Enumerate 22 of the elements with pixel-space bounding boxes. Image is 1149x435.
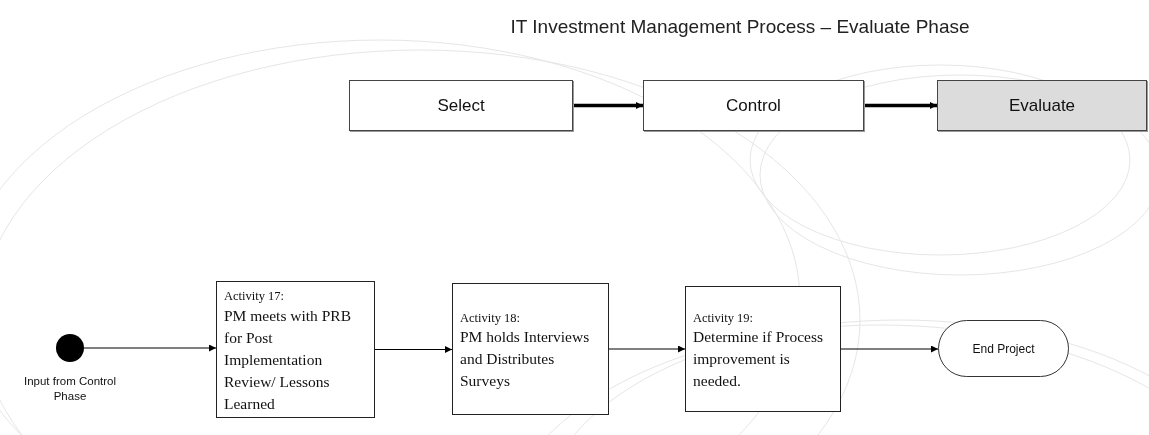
arrow [374, 346, 453, 353]
activity-text: PM holds Interviews and Distributes Surveys [460, 327, 591, 392]
diagram-title: IT Investment Management Process – Evaluate Phase [509, 16, 971, 38]
arrow [864, 102, 937, 109]
activity-box [216, 281, 375, 418]
activity-number: Activity 17: [224, 288, 286, 305]
arrow [573, 102, 643, 109]
activity-text: PM meets with PRB for Post Implementation Review/ Lessons Learned [224, 305, 353, 414]
phase-box: Control [643, 80, 864, 131]
input-caption: Input from Control Phase [22, 374, 117, 404]
activity-box [452, 283, 609, 415]
activity-box [685, 286, 841, 412]
activity-number: Activity 18: [460, 309, 522, 327]
start-circle [56, 334, 84, 362]
phase-box: Select [349, 80, 573, 131]
activity-number: Activity 19: [693, 309, 755, 327]
arrow [840, 345, 939, 353]
phase-box: Evaluate [937, 80, 1147, 131]
end-terminal: End Project [938, 320, 1069, 377]
arrow [83, 344, 217, 352]
activity-text: Determine if Process improvement is needed. [693, 327, 824, 392]
arrow [608, 345, 686, 353]
